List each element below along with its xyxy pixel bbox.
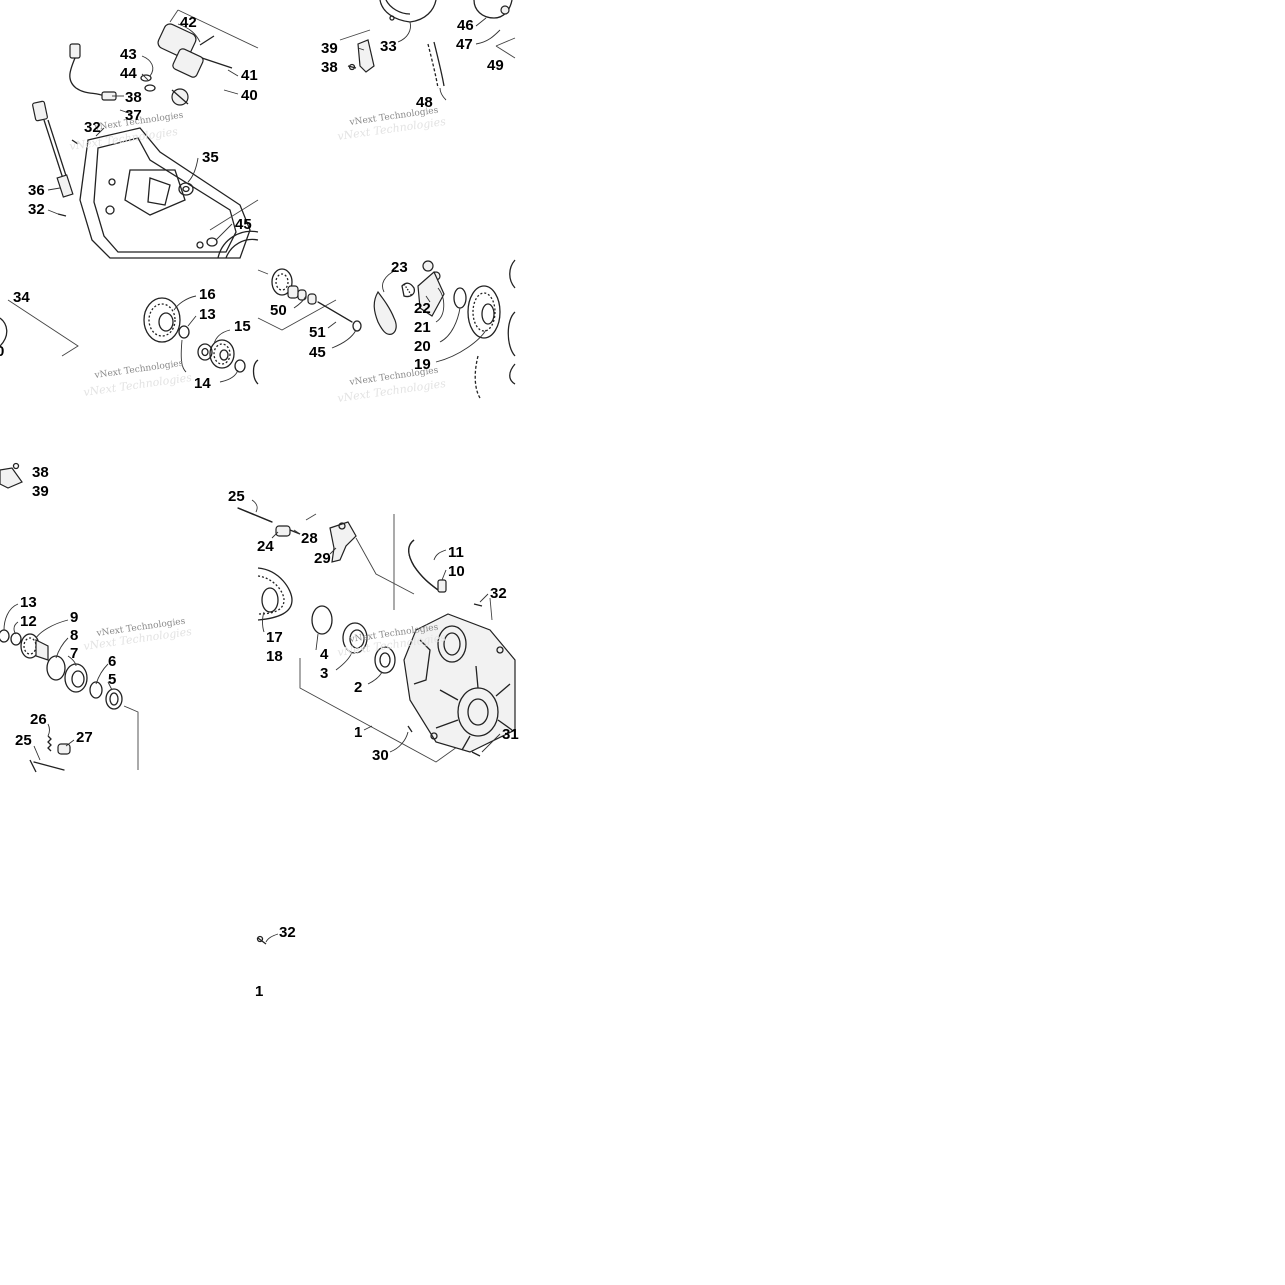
- svg-text:0: 0: [0, 343, 4, 360]
- callout-32b: 32: [28, 201, 45, 218]
- callout-14: 14: [194, 375, 211, 392]
- gear-17: [257, 567, 293, 621]
- callout-51: 51: [309, 324, 326, 341]
- tile-top-right: vNext Technologies vNext Technologies 46…: [321, 0, 516, 143]
- callout-47: 47: [456, 36, 473, 53]
- callout-48: 48: [416, 94, 433, 111]
- callout-20: 20: [414, 338, 431, 355]
- callout-32a: 32: [84, 119, 101, 136]
- tile-bottom: 32 1: [255, 924, 296, 1000]
- callout-30: 30: [372, 747, 389, 764]
- callout-11: 11: [448, 544, 464, 561]
- callout-44: 44: [120, 65, 137, 82]
- callout-12: 12: [20, 613, 37, 630]
- callout-32: 32: [279, 924, 296, 941]
- gear-9: [20, 633, 49, 661]
- callout-32: 32: [490, 585, 507, 602]
- callout-13: 13: [199, 306, 216, 323]
- callout-29: 29: [314, 550, 331, 567]
- tile-lower-right: vNext Technologies vNext Technologies 25…: [228, 488, 519, 764]
- callout-17: 17: [266, 629, 283, 646]
- callout-38: 38: [32, 464, 49, 481]
- callout-46: 46: [457, 17, 474, 34]
- drive-chain: [427, 41, 445, 89]
- callout-1: 1: [255, 983, 263, 1000]
- callout-13: 13: [20, 594, 37, 611]
- gear-16: [143, 297, 181, 343]
- sensor-cable: [69, 43, 117, 101]
- callout-19: 19: [414, 356, 431, 373]
- callout-25: 25: [228, 488, 245, 505]
- callout-35: 35: [202, 149, 219, 166]
- callout-21: 21: [414, 319, 431, 336]
- callout-45: 45: [235, 216, 252, 233]
- callout-43: 43: [120, 46, 137, 63]
- callout-38: 38: [321, 59, 338, 76]
- callout-8: 8: [70, 627, 78, 644]
- callout-38: 38: [125, 89, 142, 106]
- callout-15: 15: [234, 318, 251, 335]
- gear-50: [271, 268, 317, 305]
- shift-fork: [329, 521, 357, 563]
- bearing-3: [342, 622, 368, 654]
- tile-top-left: vNext Technologies vNext Technologies 42…: [28, 9, 259, 259]
- bearing-7: [64, 663, 88, 693]
- actuator-motor: [157, 23, 215, 106]
- callout-34: 34: [13, 289, 30, 306]
- callout-6: 6: [108, 653, 116, 670]
- callout-2: 2: [354, 679, 362, 696]
- callout-10: 10: [448, 563, 465, 580]
- callout-50: 50: [270, 302, 287, 319]
- callout-22: 22: [414, 300, 431, 317]
- callout-3: 3: [320, 665, 328, 682]
- gear-19: [467, 285, 501, 339]
- callout-5: 5: [108, 671, 116, 688]
- callout-25: 25: [15, 732, 32, 749]
- callout-1: 1: [354, 724, 362, 741]
- tile-middle-left: 0 vNext Technologies vNext Technologies …: [0, 286, 259, 399]
- dipstick: [32, 100, 74, 198]
- callout-45: 45: [309, 344, 326, 361]
- callout-40: 40: [241, 87, 258, 104]
- callout-36: 36: [28, 182, 45, 199]
- tile-middle-right: vNext Technologies vNext Technologies 23…: [257, 259, 516, 405]
- callout-37: 37: [125, 107, 142, 124]
- callout-4: 4: [320, 646, 329, 663]
- gear-15: [209, 339, 235, 369]
- callout-7: 7: [70, 645, 78, 662]
- callout-24: 24: [257, 538, 274, 555]
- shift-lever: [401, 260, 445, 317]
- callout-16: 16: [199, 286, 216, 303]
- callout-26: 26: [30, 711, 47, 728]
- callout-18: 18: [266, 648, 283, 665]
- callout-9: 9: [70, 609, 78, 626]
- callout-41: 41: [241, 67, 258, 84]
- callout-49: 49: [487, 57, 504, 74]
- callout-31: 31: [502, 726, 519, 743]
- tile-lower-left: vNext Technologies vNext Technologies 38…: [0, 462, 193, 773]
- cover-housing: [79, 127, 251, 259]
- callout-28: 28: [301, 530, 318, 547]
- callout-23: 23: [391, 259, 408, 276]
- callout-39: 39: [321, 40, 338, 57]
- callout-42: 42: [180, 14, 197, 31]
- callout-33: 33: [380, 38, 397, 55]
- callout-39: 39: [32, 483, 49, 500]
- callout-27: 27: [76, 729, 93, 746]
